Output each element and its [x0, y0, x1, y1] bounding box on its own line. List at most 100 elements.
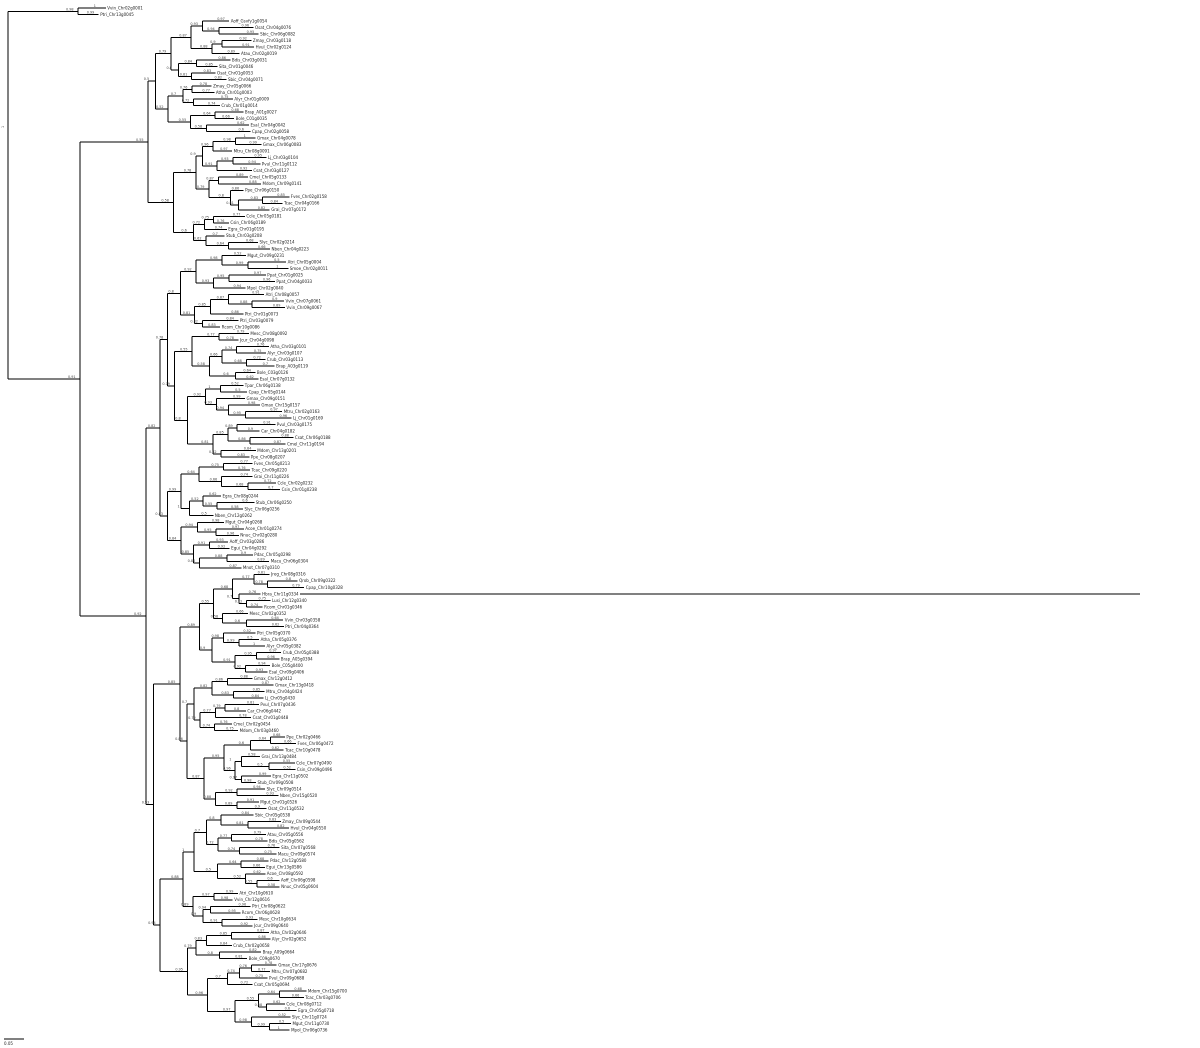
- support-value: 0.93: [216, 538, 224, 542]
- support-value: 0.97: [223, 1007, 231, 1011]
- leaf-label: Hbra_Chr11g0334: [262, 591, 299, 596]
- leaf-label: Atau_Chr02g0019: [241, 51, 277, 56]
- support-value: 0.68: [294, 987, 302, 991]
- leaf-label: Brap_A05g0394: [281, 656, 313, 661]
- support-value: 0.96: [239, 902, 247, 906]
- leaf-label: Ptri_Chr03g0079: [240, 318, 274, 323]
- leaf-label: Stub_Chr03g0208: [226, 233, 262, 238]
- leaf-label: Csat_Chr05g0694: [254, 982, 290, 987]
- leaf-label: Atha_Chr01g0003: [216, 90, 252, 95]
- support-value: 0.79: [197, 185, 205, 189]
- support-value: 0.9: [200, 646, 205, 650]
- support-value: 0.79: [237, 329, 245, 333]
- leaf-label: Aoff_Chr03g0286: [230, 539, 265, 544]
- support-value: 0.7: [195, 828, 200, 832]
- leaf-label: Car_Chr04g0182: [261, 429, 295, 434]
- leaf-label: Hvul_Chr04g0550: [290, 826, 326, 831]
- support-value: 0.85: [277, 193, 285, 197]
- scale-bar-label: 0.05: [4, 1041, 13, 1046]
- support-value: 0.62: [209, 492, 217, 496]
- support-value: 0.98: [239, 1018, 247, 1022]
- support-value: 0.91: [242, 43, 250, 47]
- support-value: 0.52: [191, 497, 199, 501]
- leaf-label: Aoff_Chr06g0598: [281, 878, 316, 883]
- support-value: 0.95: [217, 274, 225, 278]
- support-value: 0.89: [225, 801, 233, 805]
- support-value: 0.74: [215, 225, 223, 229]
- leaf-label: Atha_Chr02g0646: [270, 930, 306, 935]
- leaf-label: Vvin_Chr03g0358: [285, 617, 321, 622]
- support-value: 0.98: [211, 634, 219, 638]
- leaf-label: Mpol_Chr02g0040: [247, 285, 284, 290]
- support-value: 0.95: [212, 754, 220, 758]
- support-value: 0.87: [206, 177, 214, 181]
- support-value: 0.77: [240, 460, 248, 464]
- leaf-label: Bole_C03g0126: [257, 370, 289, 375]
- support-value: 0.93: [202, 279, 210, 283]
- leaf-label: Esal_Chr09g0406: [269, 669, 304, 674]
- support-value: 0.83: [204, 69, 212, 73]
- support-value: 0.81: [247, 701, 255, 705]
- support-value: 0.78: [184, 169, 192, 173]
- support-value: 0.78: [156, 336, 164, 340]
- support-value: 0.89: [257, 557, 265, 561]
- support-value: 0.6: [235, 619, 240, 623]
- support-value: 0.99: [249, 141, 257, 145]
- leaf-label: Csin_Chr01g0238: [282, 487, 318, 492]
- support-value: 0.85: [216, 430, 224, 434]
- support-value: 0.85: [253, 688, 261, 692]
- support-value: 0.98: [66, 7, 74, 11]
- support-value: 0.79: [162, 382, 170, 386]
- support-value: 0.64: [259, 736, 267, 740]
- leaf-label: Atri_Chr05g0004: [288, 259, 322, 264]
- support-value: 0.64: [203, 111, 211, 115]
- leaf-label: Atri_Chr10g0610: [239, 891, 273, 896]
- support-value: 0.5: [274, 258, 279, 262]
- support-value: 0.86: [215, 678, 223, 682]
- leaf-label: Zmay_Chr03g0118: [253, 38, 292, 43]
- leaf-label: Cpap_Chr10g0328: [306, 585, 344, 590]
- support-value: 0.52: [234, 251, 242, 255]
- leaf-label: Mgut_Chr09g0231: [247, 253, 284, 258]
- support-value: 0.81: [180, 72, 188, 76]
- support-value: 0.86: [258, 935, 266, 939]
- leaf-label: Tcac_Chr03g0706: [304, 995, 341, 1000]
- leaf-label: Pdac_Chr12g0580: [270, 858, 307, 863]
- support-value: 0.83: [155, 512, 163, 516]
- support-value: 0.79: [292, 583, 300, 587]
- support-value: 1: [94, 4, 96, 8]
- support-value: 0.99: [226, 889, 234, 893]
- support-value: 0.87: [257, 928, 265, 932]
- leaf-label: Ptri_Chr05g0370: [257, 630, 291, 635]
- support-value: 0.96: [227, 531, 235, 535]
- leaf-label: Csat_Chr06g0188: [295, 435, 331, 440]
- support-value: 0.86: [218, 56, 226, 60]
- support-value: 0.84: [271, 199, 279, 203]
- leaf-label: Pvul_Chr07g0436: [260, 702, 296, 707]
- support-value: 0.8: [286, 577, 291, 581]
- support-value: 0.58: [268, 883, 276, 887]
- support-value: 0.76: [180, 85, 188, 89]
- support-value: 0.58: [248, 753, 256, 757]
- support-value: 0.52: [283, 766, 291, 770]
- support-value: 0.86: [188, 559, 196, 563]
- support-value: 0.93: [190, 22, 198, 26]
- support-value: 0.96: [223, 766, 231, 770]
- support-value: 1: [253, 642, 255, 646]
- support-value: 0.79: [159, 50, 167, 54]
- support-value: 0.91: [210, 919, 218, 923]
- support-value: 0.5: [144, 77, 149, 81]
- leaf-label: Cpap_Chr02g0058: [252, 129, 290, 134]
- support-value: 0.6: [285, 1006, 290, 1010]
- support-value: 0.97: [220, 147, 228, 151]
- support-value: 0.62: [253, 870, 261, 874]
- support-value: 0.8: [166, 66, 171, 70]
- support-value: 0.85: [220, 932, 228, 936]
- support-value: 0.92: [193, 393, 201, 397]
- support-value: 0.82: [209, 450, 217, 454]
- leaf-label: Rcom_Chr01g0346: [264, 604, 303, 609]
- leaf-label: Tcac_Chr09g0220: [251, 468, 288, 473]
- support-value: 0.74: [251, 603, 259, 607]
- support-value: 0.72: [241, 980, 249, 984]
- leaf-label: Esal_Chr07g0132: [260, 376, 295, 381]
